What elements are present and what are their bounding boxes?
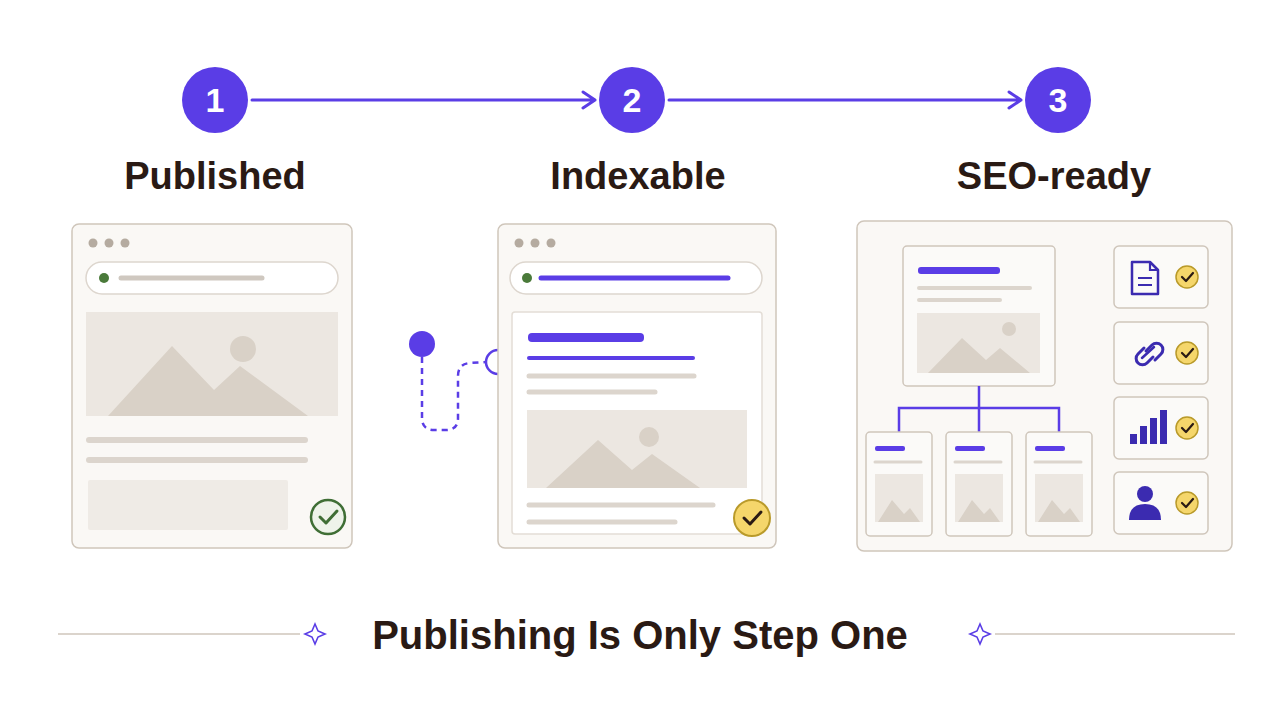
step-label: Published	[15, 156, 415, 198]
step-number: 3	[1049, 81, 1068, 120]
step-number: 1	[206, 81, 225, 120]
flow-arrow	[252, 92, 595, 108]
step-label: SEO-ready	[854, 156, 1254, 198]
step-label: Indexable	[438, 156, 838, 198]
step-circle: 3	[1025, 67, 1091, 133]
step-circle: 1	[182, 67, 248, 133]
flow-arrow	[669, 92, 1021, 108]
step-circle: 2	[599, 67, 665, 133]
diagram-title: Publishing Is Only Step One	[290, 612, 990, 658]
step-number: 2	[623, 81, 642, 120]
